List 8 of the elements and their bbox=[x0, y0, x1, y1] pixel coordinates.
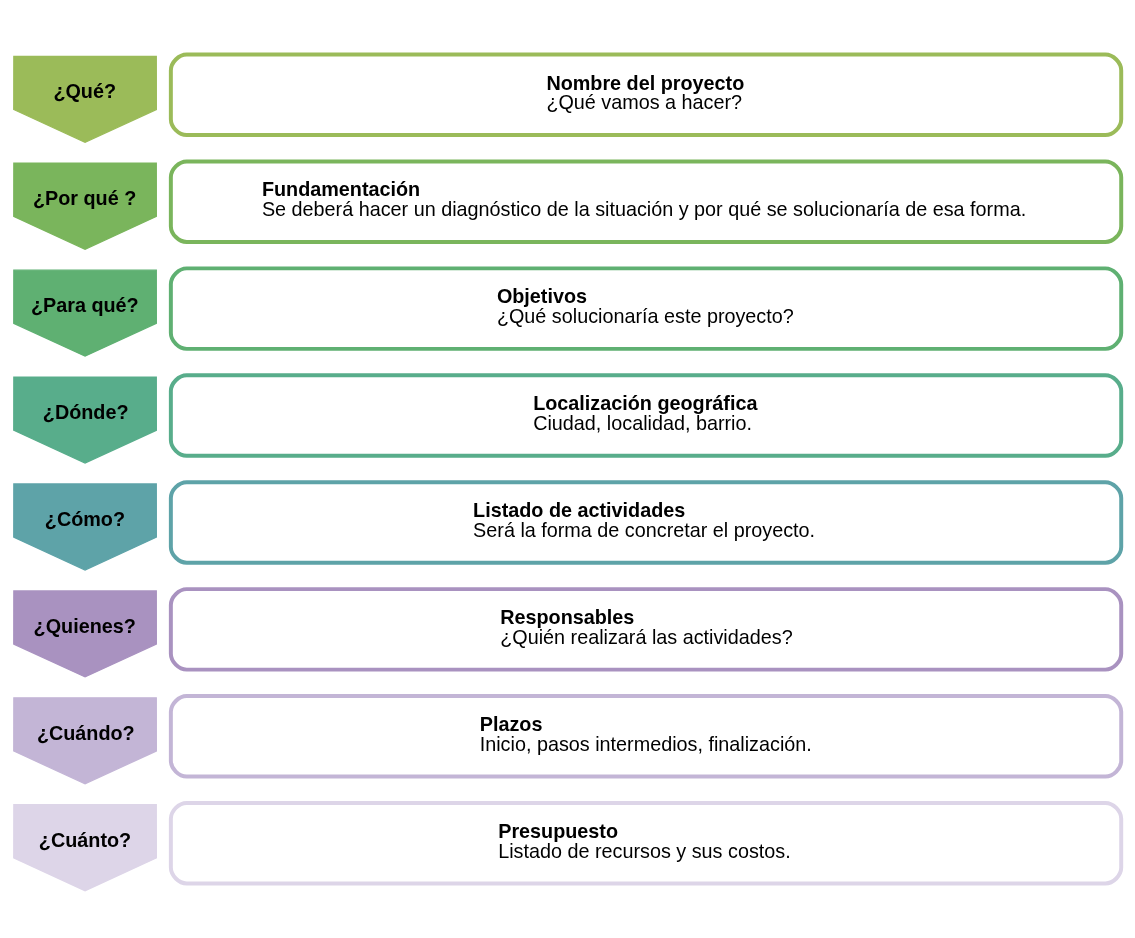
node-box: Localización geográfica Ciudad, localidad, barrio. bbox=[168, 373, 1124, 458]
node-box: Presupuesto Listado de recursos y sus costos. bbox=[168, 800, 1124, 886]
node-box: Fundamentación Se deberá hacer un diagnóstico de la situación y por qué se solucionaría de esa forma. bbox=[168, 159, 1124, 244]
node-box: Nombre del proyecto ¿Qué vamos a hacer? bbox=[168, 52, 1124, 138]
node-box: Responsables ¿Quién realizará las actividades? bbox=[168, 587, 1124, 672]
node-box: Plazos Inicio, pasos intermedios, finalización. bbox=[168, 694, 1124, 779]
node-box: Objetivos ¿Qué solucionaría este proyecto? bbox=[168, 266, 1124, 351]
node-box: Listado de actividades Será la forma de concretar el proyecto. bbox=[168, 480, 1124, 565]
